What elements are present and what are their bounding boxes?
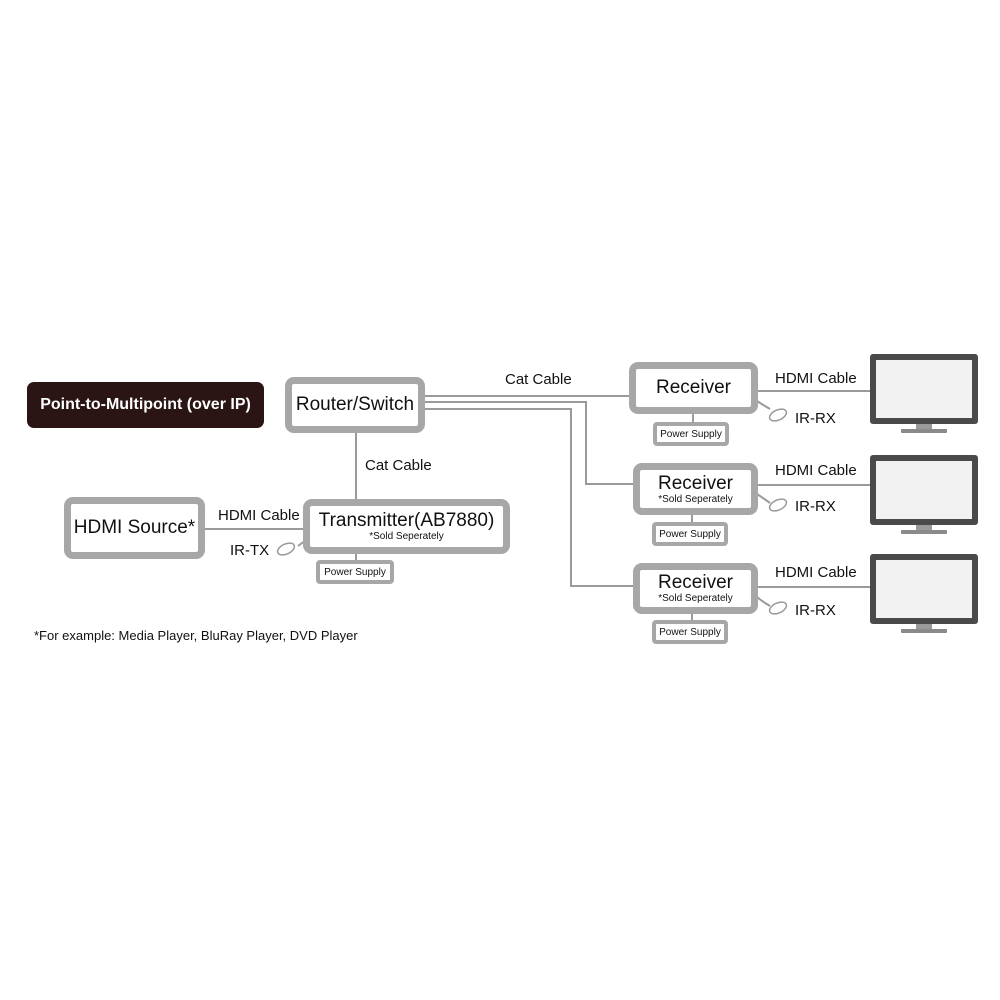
- hdmi-source-box: HDMI Source*: [64, 497, 205, 559]
- receiver-2-note: *Sold Seperately: [658, 493, 733, 505]
- wire-router-receiver-3: [420, 408, 636, 587]
- receiver-1-label: Receiver: [656, 377, 731, 398]
- cat-cable-label-vertical: Cat Cable: [365, 457, 432, 474]
- receiver-box-3: Receiver *Sold Seperately: [633, 563, 758, 614]
- transmitter-box: Transmitter(AB7880) *Sold Seperately: [303, 499, 510, 554]
- receiver-box-2: Receiver *Sold Seperately: [633, 463, 758, 515]
- router-switch-box: Router/Switch: [285, 377, 425, 433]
- ir-rx-icon-2: [768, 498, 788, 512]
- receiver-1-ir-rx-label: IR-RX: [795, 410, 836, 427]
- ir-cord-2: [756, 493, 771, 504]
- ir-rx-icon-1: [768, 408, 788, 422]
- receiver-2-ir-rx-label: IR-RX: [795, 498, 836, 515]
- receiver-3-label: Receiver: [658, 572, 733, 593]
- footnote: *For example: Media Player, BluRay Playe…: [34, 628, 358, 643]
- receiver-2-label: Receiver: [658, 472, 733, 494]
- hdmi-source-label: HDMI Source*: [73, 517, 196, 538]
- receiver-3-note: *Sold Seperately: [658, 593, 733, 604]
- transmitter-note: *Sold Seperately: [369, 531, 444, 542]
- wire-router-receiver-2: [420, 401, 636, 485]
- receiver-box-1: Receiver: [629, 362, 758, 414]
- ir-rx-icon-3: [768, 601, 788, 615]
- receiver-3-hdmi-cable-label: HDMI Cable: [775, 564, 857, 581]
- ir-cord-3: [756, 596, 771, 607]
- router-label: Router/Switch: [295, 394, 415, 415]
- cat-cable-label-top: Cat Cable: [505, 371, 572, 388]
- receiver-1-hdmi-cable-label: HDMI Cable: [775, 370, 857, 387]
- ir-tx-icon: [276, 542, 296, 556]
- diagram-title: Point-to-Multipoint (over IP): [27, 382, 264, 428]
- receiver-3-power-supply: Power Supply: [652, 620, 728, 644]
- receiver-2-power-supply: Power Supply: [652, 522, 728, 546]
- hdmi-cable-label-source: HDMI Cable: [218, 507, 300, 524]
- transmitter-label: Transmitter(AB7880): [318, 510, 495, 531]
- transmitter-power-supply: Power Supply: [316, 560, 394, 584]
- monitor-icon-1: [870, 354, 978, 433]
- receiver-1-power-supply: Power Supply: [653, 422, 729, 446]
- monitor-icon-3: [870, 554, 978, 633]
- monitor-icon-2: [870, 455, 978, 534]
- ir-tx-label: IR-TX: [230, 542, 270, 559]
- receiver-2-hdmi-cable-label: HDMI Cable: [775, 462, 857, 479]
- receiver-3-ir-rx-label: IR-RX: [795, 602, 836, 619]
- ir-cord-1: [756, 400, 771, 410]
